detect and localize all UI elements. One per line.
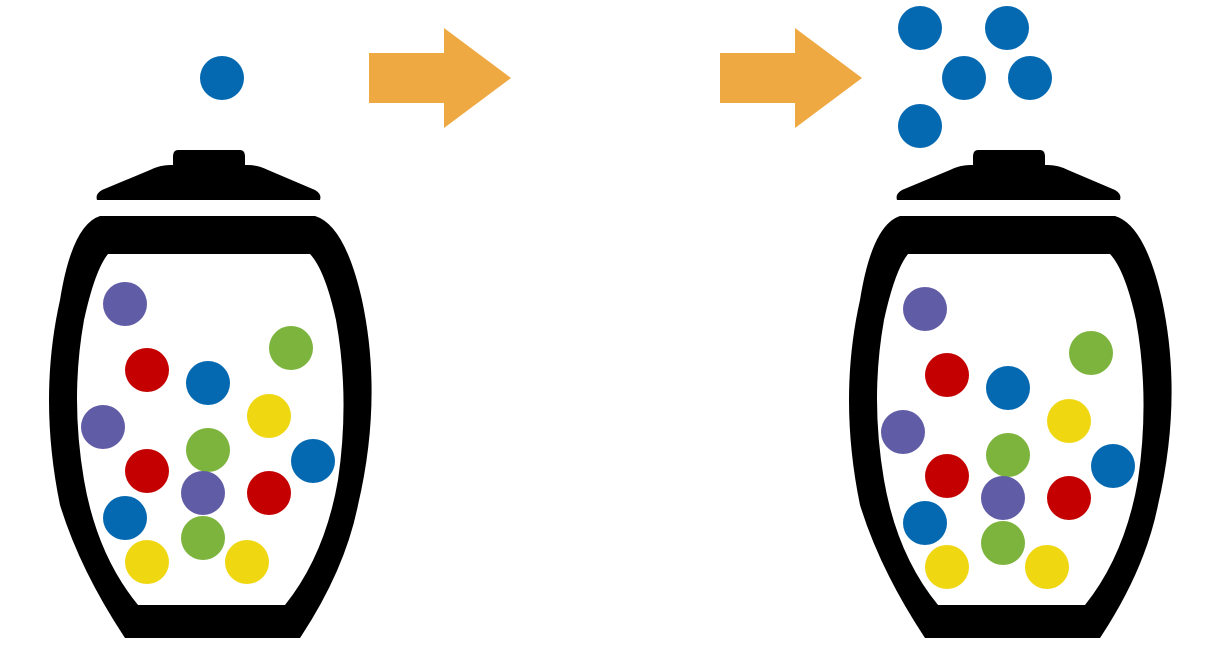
yellow-candy — [1047, 399, 1091, 443]
red-candy — [925, 454, 969, 498]
red-candy — [125, 348, 169, 392]
candies-above-right — [898, 6, 1052, 148]
green-candy — [186, 428, 230, 472]
red-candy — [925, 353, 969, 397]
jar-lid-knob — [173, 150, 245, 168]
red-candy — [1047, 476, 1091, 520]
blue-candy — [186, 361, 230, 405]
arrow-right-icon — [369, 28, 511, 128]
green-candy — [986, 433, 1030, 477]
green-candy — [269, 326, 313, 370]
blue-candy — [898, 104, 942, 148]
candy-jar-icon — [49, 150, 372, 638]
blue-candy — [103, 496, 147, 540]
purple-candy — [181, 471, 225, 515]
purple-candy — [903, 287, 947, 331]
yellow-candy — [925, 545, 969, 589]
blue-candy — [200, 56, 244, 100]
jar-lid — [896, 165, 1121, 200]
jar-lid-knob — [973, 150, 1045, 168]
candies-inside-right — [881, 287, 1135, 589]
yellow-candy — [225, 540, 269, 584]
candy-jar-icon — [849, 150, 1172, 638]
yellow-candy — [247, 394, 291, 438]
purple-candy — [881, 410, 925, 454]
jar-right — [849, 6, 1172, 638]
red-candy — [125, 449, 169, 493]
blue-candy — [291, 439, 335, 483]
blue-candy — [898, 6, 942, 50]
blue-candy — [986, 366, 1030, 410]
candies-above-left — [200, 56, 244, 100]
green-candy — [1069, 331, 1113, 375]
blue-candy — [942, 56, 986, 100]
yellow-candy — [125, 540, 169, 584]
blue-candy — [1091, 444, 1135, 488]
blue-candy — [985, 6, 1029, 50]
green-candy — [181, 516, 225, 560]
red-candy — [247, 471, 291, 515]
jar-body — [49, 216, 372, 638]
jar-body — [849, 216, 1172, 638]
yellow-candy — [1025, 545, 1069, 589]
arrow-right-icon — [720, 28, 862, 128]
green-candy — [981, 521, 1025, 565]
blue-candy — [903, 501, 947, 545]
purple-candy — [103, 282, 147, 326]
purple-candy — [981, 476, 1025, 520]
jar-left — [49, 56, 372, 638]
purple-candy — [81, 405, 125, 449]
candies-inside-left — [81, 282, 335, 584]
jar-lid — [96, 165, 321, 200]
blue-candy — [1008, 56, 1052, 100]
